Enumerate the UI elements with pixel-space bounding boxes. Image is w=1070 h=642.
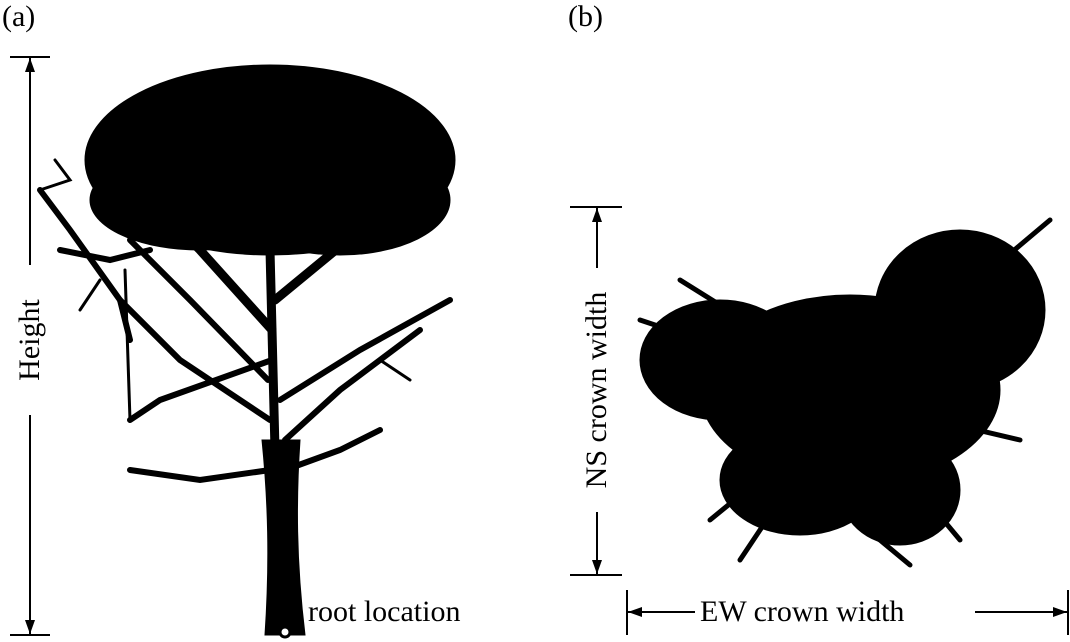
ns-dimension-arrow — [570, 206, 622, 576]
height-label: Height — [13, 299, 46, 381]
panel-b-label: (b) — [568, 0, 603, 33]
root-location-marker — [278, 625, 292, 639]
ew-crown-width-label: EW crown width — [700, 595, 905, 628]
crown-plan-silhouette — [637, 217, 1053, 568]
ns-crown-width-label: NS crown width — [580, 291, 613, 489]
tree-side-silhouette — [37, 64, 456, 636]
ew-dimension-arrow — [626, 590, 1069, 635]
panel-a-label: (a) — [2, 0, 36, 33]
root-location-label: root location — [308, 595, 461, 628]
height-dimension-arrow — [10, 56, 50, 636]
